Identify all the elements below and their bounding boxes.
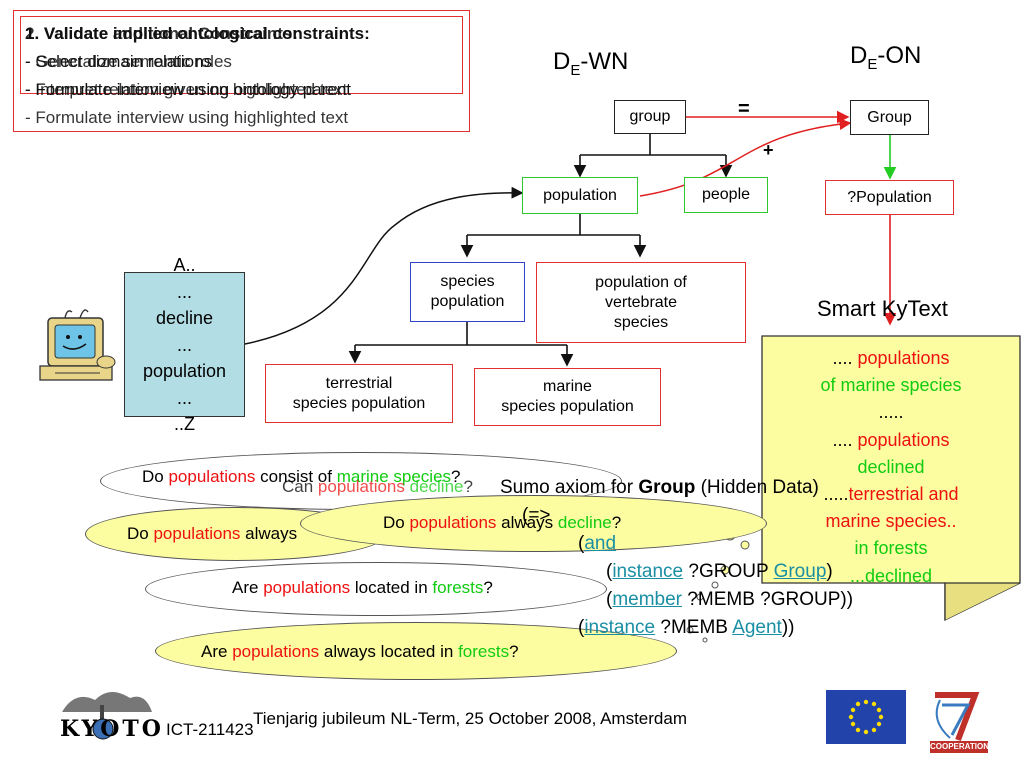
question-4[interactable]: Do populations always decline? [383,513,622,532]
equals-symbol: = [738,98,750,120]
question-5[interactable]: Are populations located in forests? [232,578,493,597]
node-terrestrial[interactable]: terrestrial species population [265,364,453,423]
sumo-link-agent[interactable]: Agent [732,617,782,638]
instruction-box-outer [13,10,470,132]
instruction-a-line: - Select domain relations [25,52,213,71]
bubble-dot [740,540,750,550]
node-group[interactable]: group [614,100,686,134]
instruction-b-line: - Formulate interview using highlighted … [25,108,349,127]
doc-line: A.. [173,255,196,275]
doc-line: ... [176,281,192,302]
subsumption-curve [639,118,852,197]
heading-de-wn: DE-WN [553,48,629,79]
question-cloud-4 [300,495,767,552]
eu-flag [826,690,906,744]
instruction-b-line: 2. Validate additional Constraints: [25,24,298,43]
instruction-text-b: 2. Validate additional Constraints: - Ge… [25,20,348,132]
doc-line: ... [176,334,192,355]
node-population-vertebrate[interactable]: population of vertebrate species [536,262,746,343]
node-population[interactable]: population [522,177,638,214]
sumo-title: Sumo axiom for Group (Hidden Data) [500,477,819,498]
sumo-link-and[interactable]: and [584,533,617,554]
instruction-box-inner [20,16,463,94]
document-box [124,272,245,417]
instruction-a-line: - Formulate interview using ontology par… [25,80,351,99]
bubble-dot [702,637,708,643]
smart-kytext-body: .... populations of marine species .....… [820,348,962,586]
question-cloud-5 [145,562,607,616]
eu-stars-icon [848,699,884,735]
kyoto-logo-text: KYOTO [60,716,164,742]
footer-event: Tienjarig jubileum NL-Term, 25 October 2… [253,709,687,728]
question-3[interactable]: Do populations always [127,524,298,543]
sumo-axiom: Sumo axiom for Group (Hidden Data) (=> (… [500,474,853,642]
doc-line: ..Z [174,414,195,434]
doc-line: decline [155,308,214,328]
instruction-text-a: 1. Validate implied ontological constrai… [25,20,370,104]
question-6[interactable]: Are populations always located in forest… [201,642,519,661]
bubble-dot [711,581,719,589]
doc-line: ... [176,387,192,408]
bubble-dot [696,593,704,601]
bubble-dot [686,626,694,634]
project-id: ICT-211423 [166,720,254,739]
heading-de-on: DE-ON [850,42,922,73]
tree-edge-population [467,214,640,236]
question-cloud-6 [155,622,677,680]
sumo-link-instance[interactable]: instance [612,561,684,582]
question-2[interactable]: Can populations decline? [282,477,473,496]
document-text: A.. ... decline ... population ... ..Z [124,252,245,438]
node-Group[interactable]: Group [850,100,929,135]
node-species-population[interactable]: species population [410,262,525,322]
tree-edge-species [355,322,567,346]
doc-to-population-curve [244,186,524,345]
node-marine[interactable]: marine species population [474,368,661,426]
sumo-link-instance-2[interactable]: instance [584,617,656,638]
doc-line: population [142,361,227,381]
sumo-link-member[interactable]: member [612,589,683,610]
instruction-a-line: 1. Validate implied ontological constrai… [25,24,370,43]
node-people[interactable]: people [684,177,768,213]
smart-kytext-title: Smart KyText [817,296,948,321]
instruction-b-line: - Generalize semantic roles [25,52,232,71]
question-1[interactable]: Do populations consist of marine species… [142,467,461,486]
instruction-b-line: - Interpret relation given on highlighte… [25,80,348,99]
bubble-dot [720,565,730,575]
plus-symbol: + [763,140,774,160]
node-qpopulation[interactable]: ?Population [825,180,954,215]
tree-edge-group [580,134,726,156]
sumo-link-group[interactable]: Group [773,561,827,582]
fp7-label: COOPERATION [930,742,989,751]
